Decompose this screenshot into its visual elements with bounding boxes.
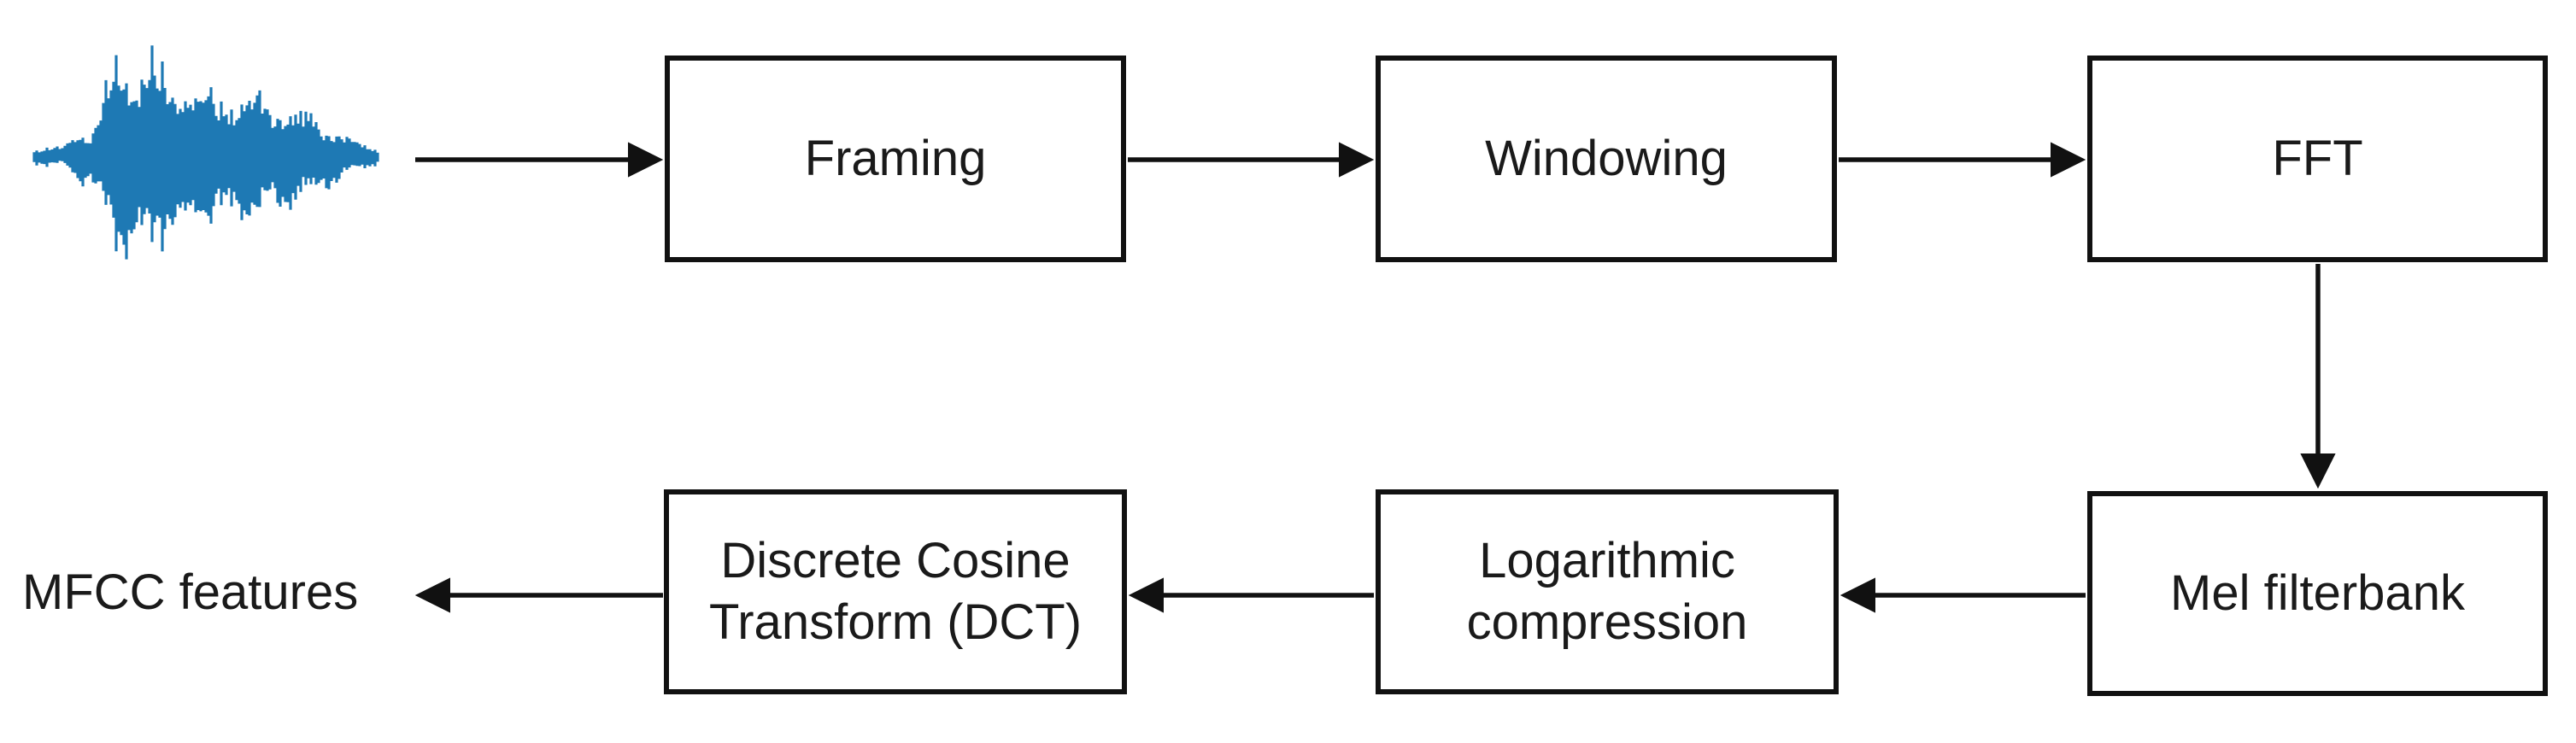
node-windowing: Windowing <box>1376 56 1837 262</box>
node-logarithmic-compression-label: Logarithmic compression <box>1466 532 1748 651</box>
output-label-mfcc-features: MFCC features <box>22 564 359 620</box>
node-fft: FFT <box>2087 56 2548 262</box>
node-windowing-label: Windowing <box>1485 130 1728 186</box>
node-dct: Discrete Cosine Transform (DCT) <box>664 489 1127 694</box>
node-framing: Framing <box>665 56 1126 262</box>
node-fft-label: FFT <box>2272 130 2363 186</box>
node-framing-label: Framing <box>804 130 987 186</box>
node-dct-label: Discrete Cosine Transform (DCT) <box>708 532 1083 651</box>
node-logarithmic-compression: Logarithmic compression <box>1376 489 1839 694</box>
node-mel-filterbank: Mel filterbank <box>2087 491 2548 696</box>
audio-waveform-icon <box>32 45 379 260</box>
node-mel-filterbank-label: Mel filterbank <box>2170 565 2465 621</box>
